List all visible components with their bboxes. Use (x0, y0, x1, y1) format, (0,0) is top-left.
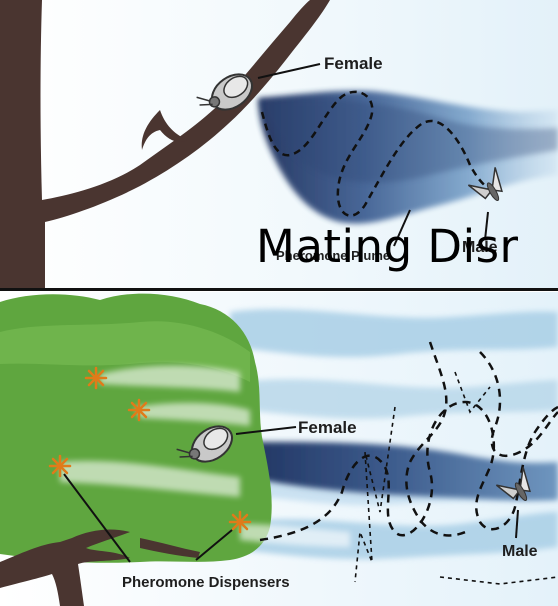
female-label: Female (324, 54, 383, 73)
panel-divider (0, 288, 558, 291)
pheromone-dispenser-icon (86, 368, 106, 388)
pheromone-dispenser-icon (129, 400, 149, 420)
male-label: Male (502, 543, 538, 560)
bottom-panel-illustration: Female Male Pheromone Dispensers (0, 292, 558, 606)
dispensers-label: Pheromone Dispensers (122, 574, 290, 591)
bottom-panel-mating-disruption: Female Male Pheromone Dispensers (0, 292, 558, 606)
pheromone-dispenser-icon (50, 456, 70, 476)
pheromone-dispenser-icon (230, 512, 250, 532)
female-label: Female (298, 418, 357, 437)
slide-title: Mating Disr (256, 224, 519, 269)
